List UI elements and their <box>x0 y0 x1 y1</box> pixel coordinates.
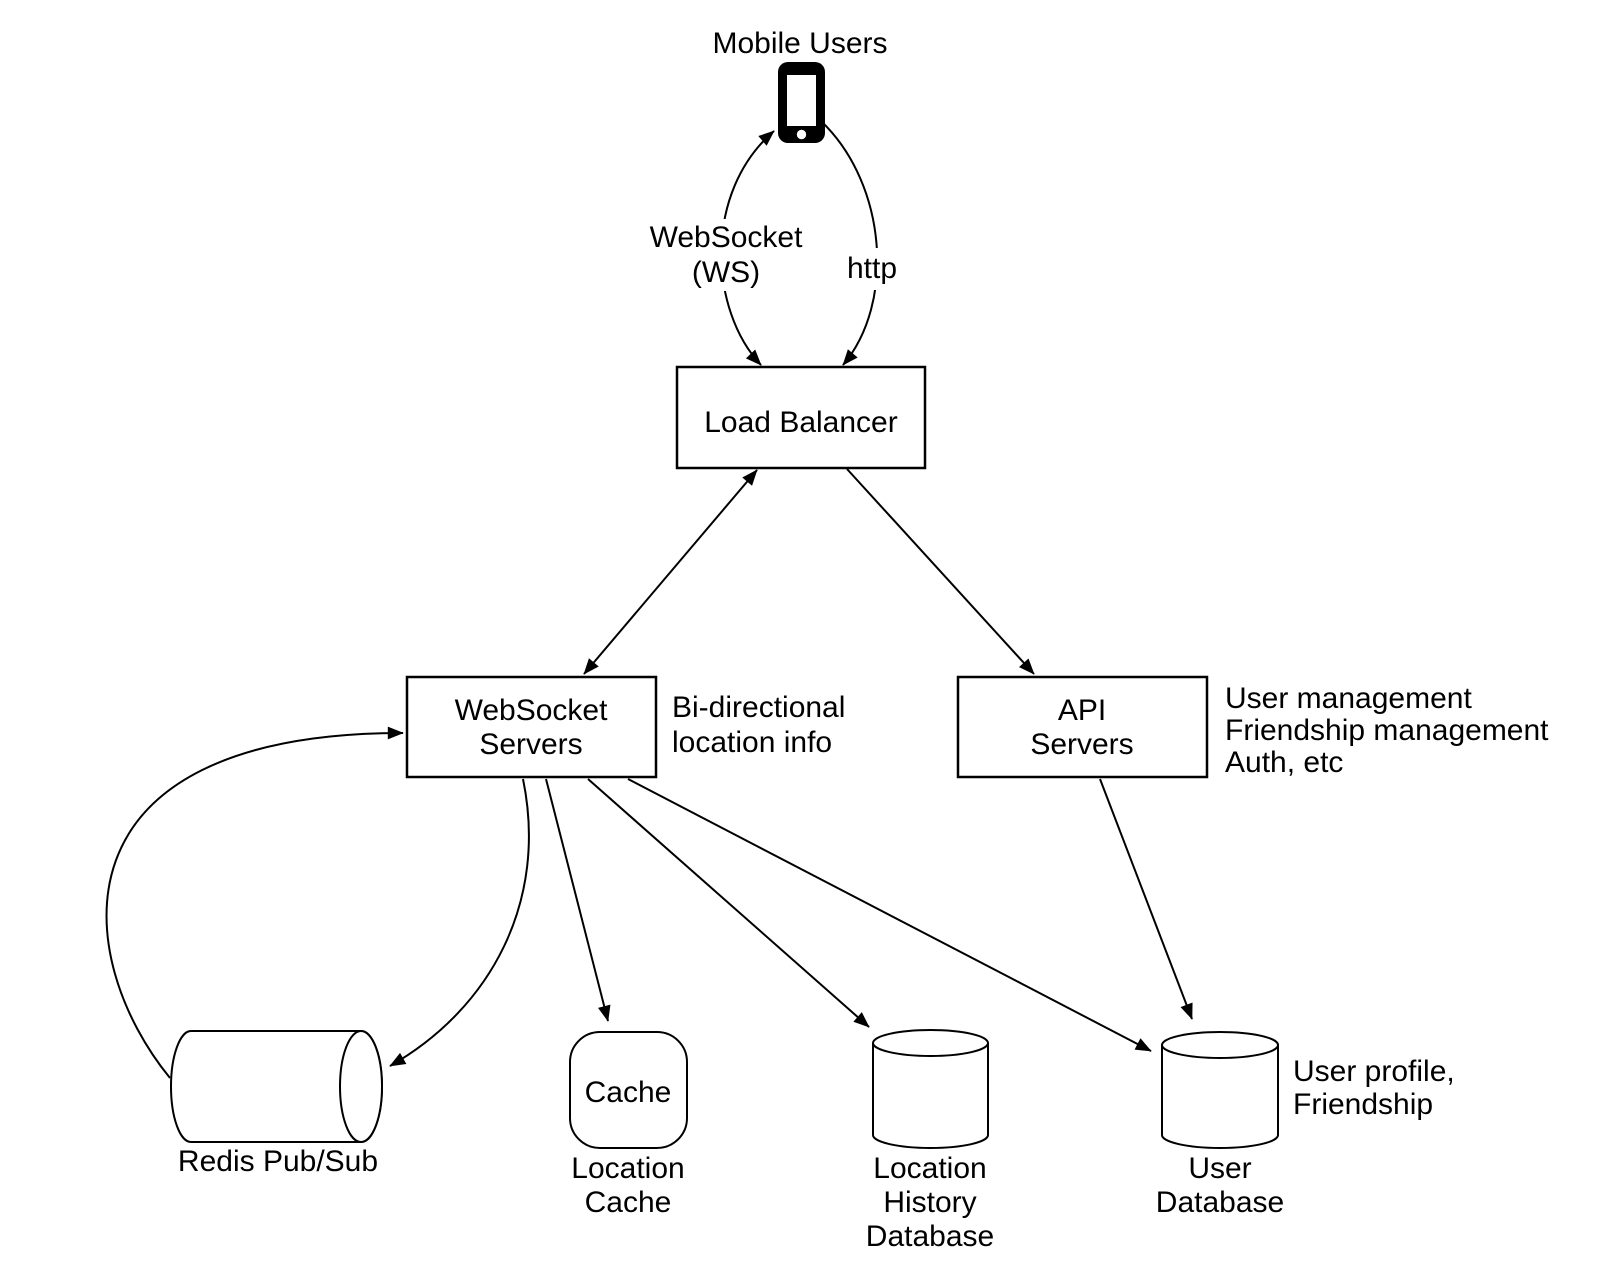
websocket-edge-label-line2: (WS) <box>692 256 760 289</box>
edge-websocket-servers-to-cache <box>545 778 611 1022</box>
mobile-phone-icon <box>778 62 825 143</box>
api-servers-note-line3: Auth, etc <box>1225 746 1343 779</box>
user-db-note-line2: Friendship <box>1293 1088 1433 1121</box>
load-balancer-label: Load Balancer <box>704 406 897 439</box>
diagram-title: Mobile Users <box>712 27 887 60</box>
load-balancer-box <box>675 365 927 470</box>
http-edge-label: http <box>847 252 897 285</box>
redis-pubsub-caption: Redis Pub/Sub <box>178 1145 378 1178</box>
edge-loadbalancer-api-servers <box>846 468 1035 675</box>
api-servers-label-line1: API <box>1058 694 1106 727</box>
location-history-db-cylinder <box>872 1029 989 1149</box>
websocket-servers-box <box>405 675 658 779</box>
websocket-edge-label-line1: WebSocket <box>650 221 804 254</box>
websocket-servers-note-line2: location info <box>672 726 832 759</box>
location-history-db-caption-line1: Location <box>873 1152 986 1185</box>
user-db-caption-line1: User <box>1188 1152 1251 1185</box>
api-servers-note-line1: User management <box>1225 682 1472 715</box>
websocket-label-background <box>644 219 808 291</box>
user-db-note-line1: User profile, <box>1293 1055 1455 1088</box>
location-cache-label: Cache <box>585 1076 672 1109</box>
websocket-servers-label-line2: Servers <box>479 728 582 761</box>
api-servers-note-line2: Friendship management <box>1225 714 1549 747</box>
location-history-db-caption-line2: History <box>883 1186 976 1219</box>
location-cache-caption-line2: Cache <box>585 1186 672 1219</box>
edge-loadbalancer-websocket-servers <box>583 469 758 675</box>
edge-http-phone-loadbalancer <box>822 122 879 366</box>
location-cache-box <box>569 1031 688 1149</box>
edge-websocket-servers-to-redis <box>389 778 530 1067</box>
websocket-servers-label-line1: WebSocket <box>455 694 609 727</box>
websocket-servers-note-line1: Bi-directional <box>672 691 845 724</box>
edge-websocket-servers-to-user-db <box>627 778 1152 1052</box>
http-label-background <box>839 248 905 290</box>
api-servers-box <box>956 675 1209 779</box>
user-db-cylinder <box>1161 1031 1279 1149</box>
location-history-db-caption-line3: Database <box>866 1220 994 1253</box>
location-cache-caption-line1: Location <box>571 1152 684 1185</box>
edge-websocket-servers-to-location-history-db <box>587 778 870 1028</box>
user-db-caption-line2: Database <box>1156 1186 1284 1219</box>
redis-pubsub-cylinder <box>170 1030 383 1143</box>
edge-api-servers-to-user-db <box>1099 778 1193 1020</box>
edge-redis-to-websocket-servers-loop <box>105 726 404 1079</box>
api-servers-label-line2: Servers <box>1030 728 1133 761</box>
